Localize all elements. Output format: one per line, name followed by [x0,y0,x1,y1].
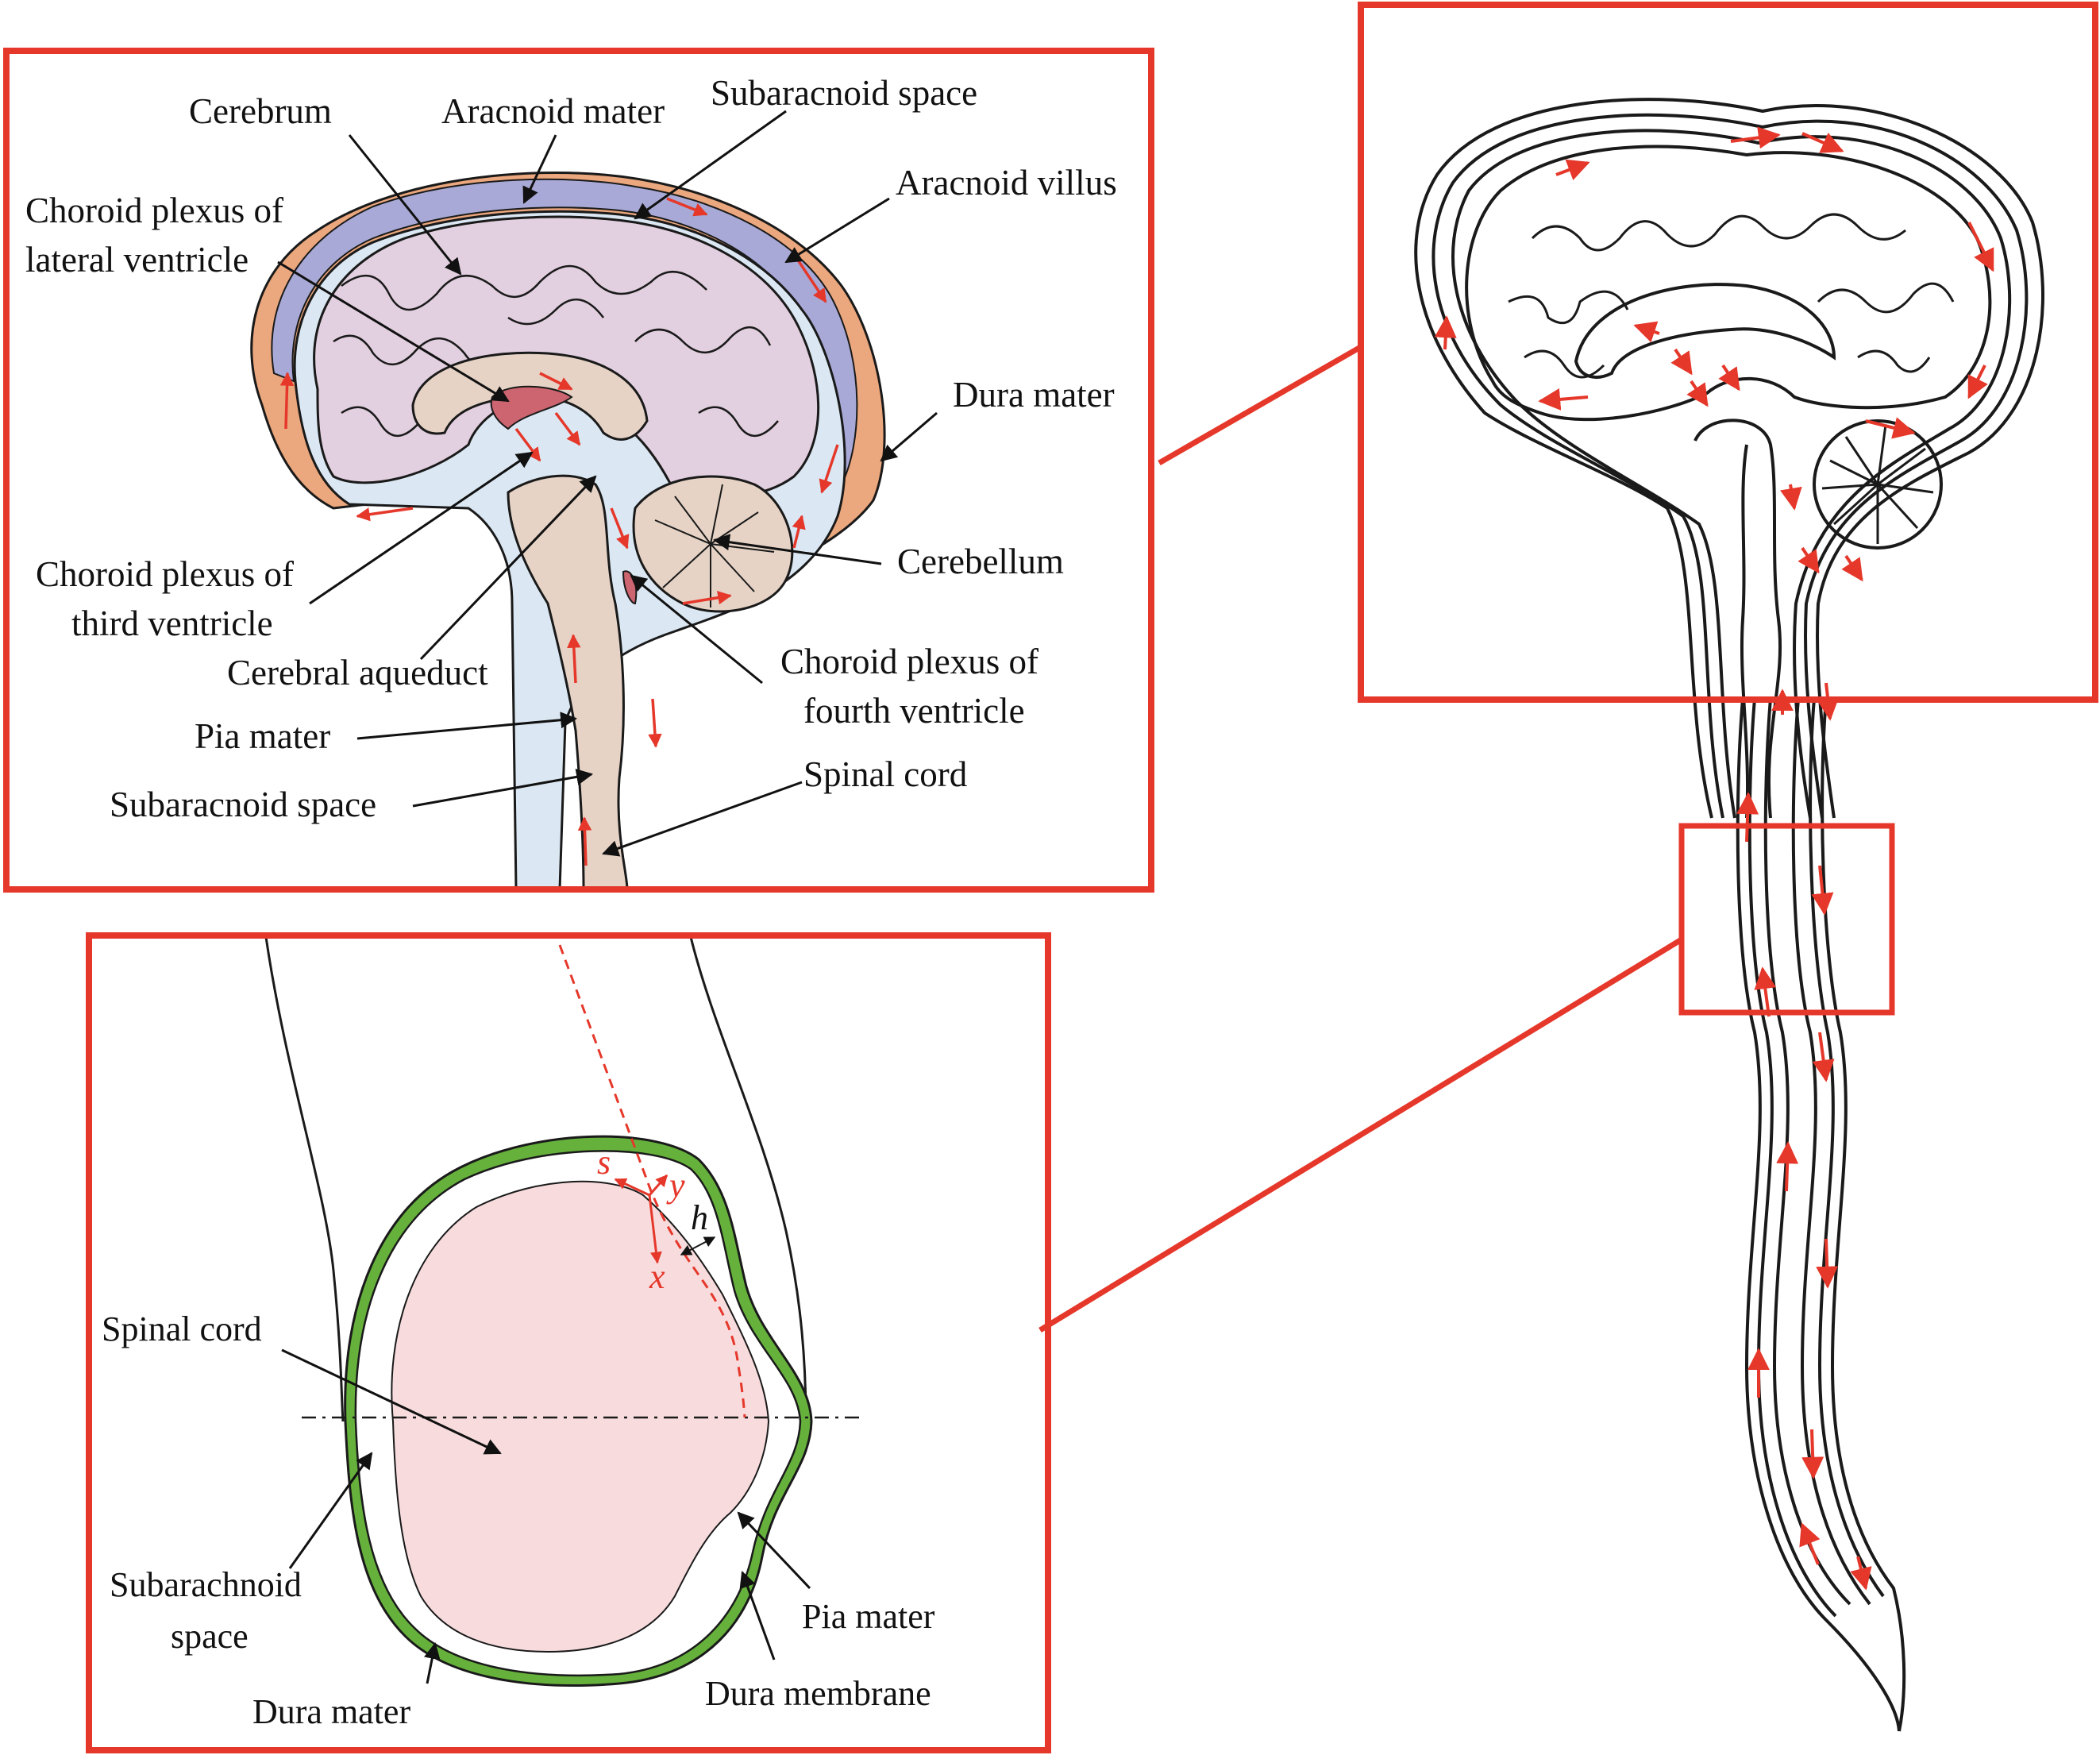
anatomy-leader-lines [277,110,938,857]
label-choroid-third-line2: third ventricle [71,604,273,643]
coordinate-labels: s y x h [597,1143,708,1296]
schematic-outer-dura [1414,98,2044,819]
label-cs-subarachnoid-line2: space [171,1617,249,1656]
label-subaracnoid-space-top: Subaracnoid space [711,73,977,113]
label-cs-subarachnoid-line1: Subarachnoid [110,1565,302,1604]
connector-cord-inset [1038,937,1683,1333]
label-aracnoid-villus: Aracnoid villus [896,163,1117,202]
axis-x-label: x [649,1257,665,1296]
schematic-cerebellum [1813,419,1943,550]
schematic-cerebrum [1465,145,1992,422]
anatomy-panel [250,172,886,886]
cord-inset-frame [1678,823,1895,1016]
cross-section-labels: Spinal cord Subarachnoid space Dura mate… [102,1310,935,1731]
anatomy-labels: Cerebrum Aracnoid mater Subaracnoid spac… [25,73,1117,824]
label-cs-pia-mater: Pia mater [802,1597,935,1636]
schematic-brainstem [1693,418,1782,819]
label-dura-mater: Dura mater [953,375,1115,415]
label-cs-dura-mater: Dura mater [252,1692,410,1731]
axis-s-label: s [597,1143,611,1182]
gap-h-label: h [691,1198,708,1237]
schematic-mid-dura [1431,113,2029,819]
label-choroid-third-line1: Choroid plexus of [36,554,294,594]
schematic-inner-arachnoid [1451,129,2012,819]
coordinate-path [558,944,746,1418]
brain-inset-frame [1358,2,2098,703]
label-choroid-fourth-line2: fourth ventricle [803,691,1025,731]
schematic-flow-arrows [1434,126,1994,1591]
schematic-corpus-callosum [1574,283,1836,379]
axis-y-label: y [666,1166,685,1205]
cross-section-panel: s y x h [264,936,865,1687]
coordinate-axes [614,1174,669,1264]
cerebellum-folia [654,484,775,608]
connector-brain-inset [1158,345,1361,466]
label-aracnoid-mater: Aracnoid mater [441,91,665,131]
label-choroid-fourth-line1: Choroid plexus of [780,642,1038,681]
label-choroid-lateral-line2: lateral ventricle [25,240,249,280]
label-cerebral-aqueduct: Cerebral aqueduct [227,653,488,692]
label-cerebellum: Cerebellum [897,542,1064,581]
schematic-cns-outline [1414,98,2044,819]
anatomy-flow-arrows [279,197,839,866]
label-pia-mater: Pia mater [195,716,330,756]
label-subaracnoid-space-bottom: Subaracnoid space [110,785,376,824]
cross-section-leader-lines [281,1348,811,1684]
label-cs-spinal-cord: Spinal cord [102,1310,262,1348]
cross-section-frame [86,932,1051,1753]
label-choroid-lateral-line1: Choroid plexus of [25,191,283,230]
label-spinal-cord: Spinal cord [803,754,967,794]
choroid-plexus-lateral [490,385,573,430]
gap-dimension [680,1236,716,1256]
label-cerebrum: Cerebrum [189,91,332,131]
label-cs-dura-membrane: Dura membrane [705,1674,931,1713]
schematic-spinal-canal [1736,698,1906,1732]
zoom-connectors [1038,345,1683,1333]
anatomy-panel-frame [3,48,1154,893]
brainstem [507,474,629,886]
